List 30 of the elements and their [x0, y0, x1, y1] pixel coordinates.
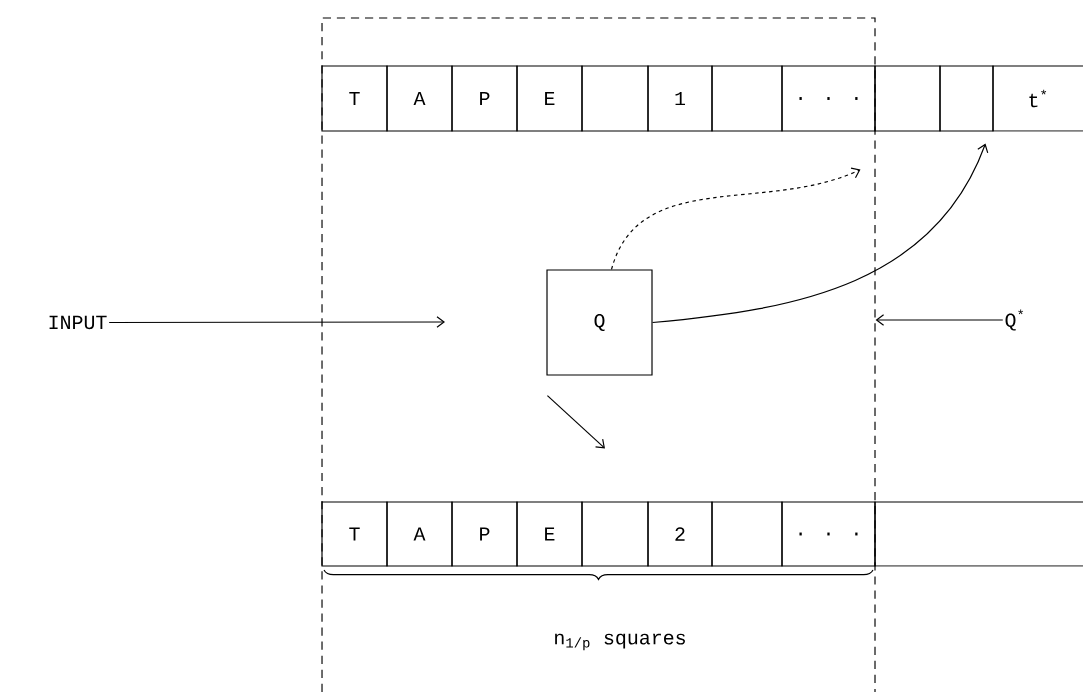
- tape-cell: . . .: [781, 501, 876, 567]
- tape-cell: E: [516, 65, 583, 132]
- text-label: Q$^{*}$: [1005, 309, 1024, 331]
- arrow: [108, 316, 445, 328]
- tape-cell: [874, 65, 941, 132]
- arrow: [546, 395, 605, 449]
- tape-cell: 1: [647, 65, 713, 132]
- dashed-arrow: [610, 167, 861, 270]
- tape-cell: [874, 501, 1083, 567]
- tape-cell: T: [321, 501, 388, 567]
- tape-cell: P: [451, 501, 518, 567]
- arrow: [875, 314, 1004, 326]
- tape-cell: . . .: [781, 65, 876, 132]
- tape-cell: [581, 65, 649, 132]
- brace-label: n$_{1/p}$ squares: [555, 633, 685, 651]
- tape-cell: E: [516, 501, 583, 567]
- tape-cell: A: [386, 65, 453, 132]
- tape-cell: A: [386, 501, 453, 567]
- tape-cell: [581, 501, 649, 567]
- tape-cell: t$^{*}$: [992, 65, 1083, 132]
- tape-cell: [711, 501, 783, 567]
- tape-cell: P: [451, 65, 518, 132]
- tape-cell: [711, 65, 783, 132]
- tape-cell: T: [321, 65, 388, 132]
- text-label: INPUT: [49, 315, 107, 330]
- dashed-frame: [321, 17, 876, 692]
- arrow: [652, 143, 989, 324]
- state-box: Q: [546, 269, 653, 376]
- tape-cell: [939, 65, 994, 132]
- tape-cell: 2: [647, 501, 713, 567]
